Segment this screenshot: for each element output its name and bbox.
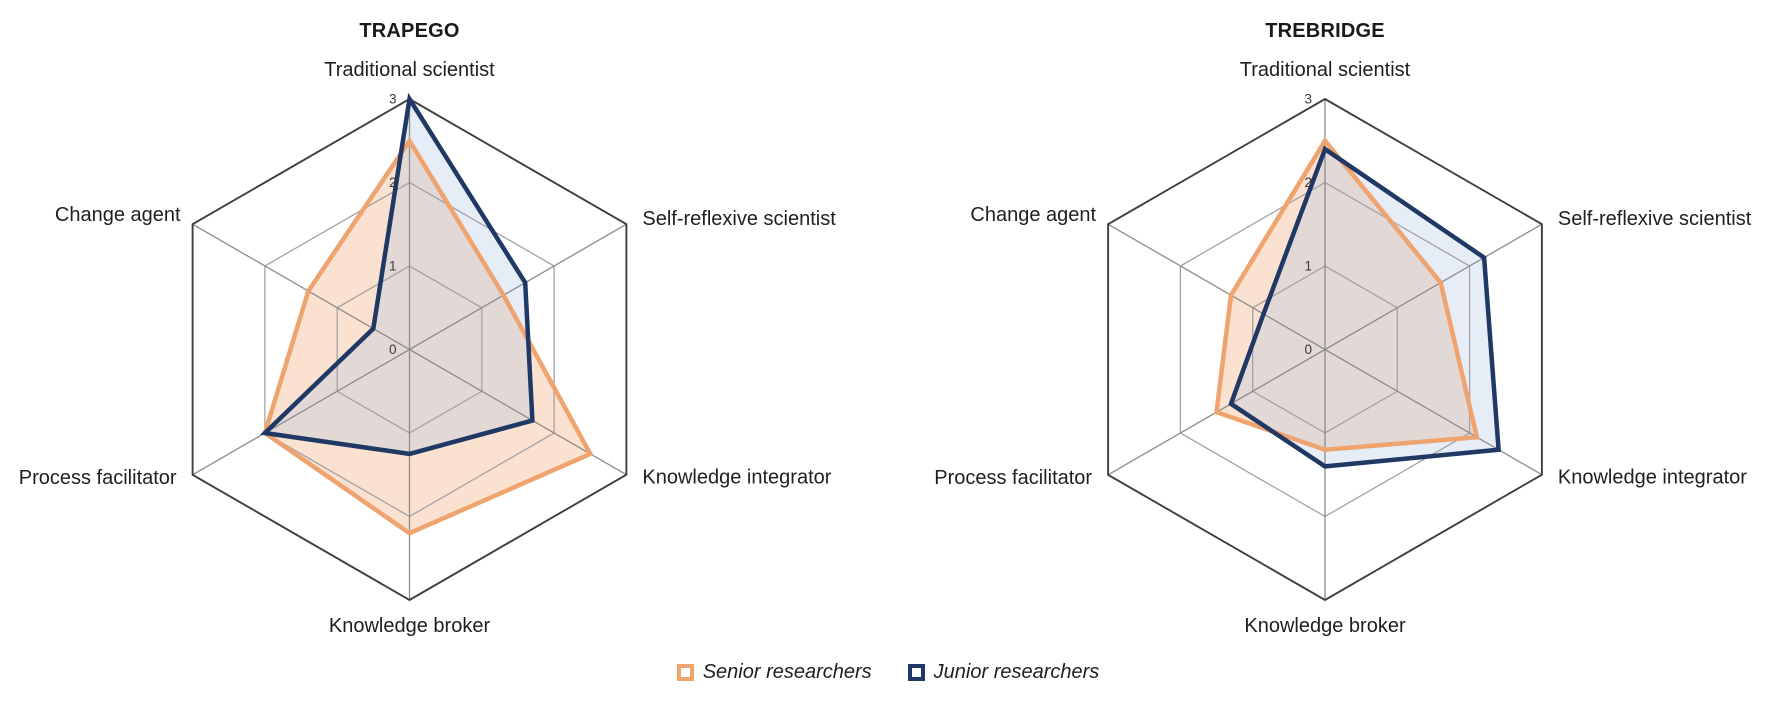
legend-label-junior: Junior researchers [933, 660, 1100, 683]
legend-label-senior: Senior researchers [702, 660, 872, 683]
radar-plot-trapego: 0 1 2 3 Traditional scientistSelf-reflexive … [19, 59, 836, 637]
senior-researchers-swatch [676, 663, 694, 681]
outer-ring [1107, 97, 1543, 602]
tick-label-0: 0 [1304, 342, 1312, 357]
series-fill-senior [264, 140, 591, 534]
series-fill-senior [1216, 140, 1477, 450]
series-outline-junior [1228, 145, 1502, 469]
series-fill-junior [1231, 149, 1499, 467]
chart-title-trebridge: TREBRIDGE [1265, 20, 1385, 42]
axis-spoke-5 [1107, 223, 1326, 351]
axis-label-traditional-scientist: Traditional scientist [324, 59, 495, 81]
axis-label-knowledge-integrator: Knowledge integrator [1558, 467, 1747, 489]
series-fill-junior [264, 99, 533, 454]
series-outline-senior [262, 136, 594, 536]
axis-spoke-2 [1324, 348, 1543, 476]
series-outline-senior [1214, 136, 1480, 452]
tick-label-1: 1 [1304, 259, 1312, 274]
outer-ring [191, 97, 628, 602]
series-outline-junior [260, 92, 535, 457]
axis-label-process-facilitator: Process facilitator [19, 467, 177, 489]
axis-label-change-agent: Change agent [970, 204, 1096, 226]
legend-item-junior: Junior researchers [907, 660, 1100, 684]
axis-spoke-1 [1324, 223, 1543, 351]
axis-label-process-facilitator: Process facilitator [934, 467, 1092, 489]
legend-item-senior: Senior researchers [676, 660, 872, 684]
axis-label-knowledge-integrator: Knowledge integrator [642, 467, 831, 489]
tick-label-2: 2 [389, 175, 397, 190]
axis-label-self-reflexive-scientist: Self-reflexive scientist [642, 208, 836, 230]
axis-label-traditional-scientist: Traditional scientist [1240, 59, 1411, 81]
tick-label-2: 2 [1304, 175, 1312, 190]
chart-legend: Senior researchers Junior researchers [0, 656, 1776, 688]
junior-researchers-swatch [907, 663, 925, 681]
chart-title-trapego: TRAPEGO [359, 20, 460, 42]
axis-label-self-reflexive-scientist: Self-reflexive scientist [1558, 208, 1752, 230]
axis-label-knowledge-broker: Knowledge broker [1244, 615, 1406, 637]
axis-spoke-4 [192, 348, 410, 476]
axis-label-change-agent: Change agent [55, 204, 181, 226]
tick-label-1: 1 [389, 259, 397, 274]
axis-spoke-1 [409, 223, 627, 351]
tick-label-3: 3 [389, 92, 397, 107]
tick-label-0: 0 [389, 342, 397, 357]
radar-plot-trebridge: 0 1 2 3 Traditional scientistSelf-reflexive … [934, 59, 1752, 637]
tick-label-3: 3 [1304, 92, 1312, 107]
axis-label-knowledge-broker: Knowledge broker [329, 615, 491, 637]
